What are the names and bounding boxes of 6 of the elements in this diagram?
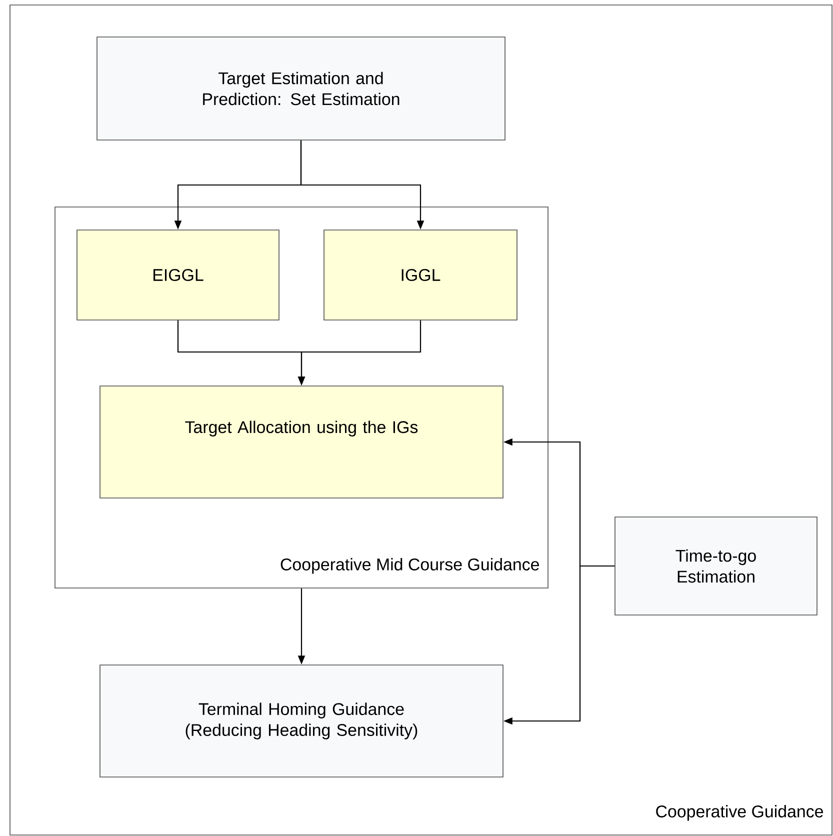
process-box: Time-to-go Estimation xyxy=(614,516,818,616)
process-box: IGGL xyxy=(324,230,518,320)
process-box: Terminal Homing Guidance (Reducing Heading Sensitivity) xyxy=(100,664,504,778)
process-box: Target Allocation using the IGs xyxy=(100,386,504,498)
process-box: Target Estimation and Prediction: Set Estimation xyxy=(96,36,506,140)
process-box: EIGGL xyxy=(76,230,280,320)
